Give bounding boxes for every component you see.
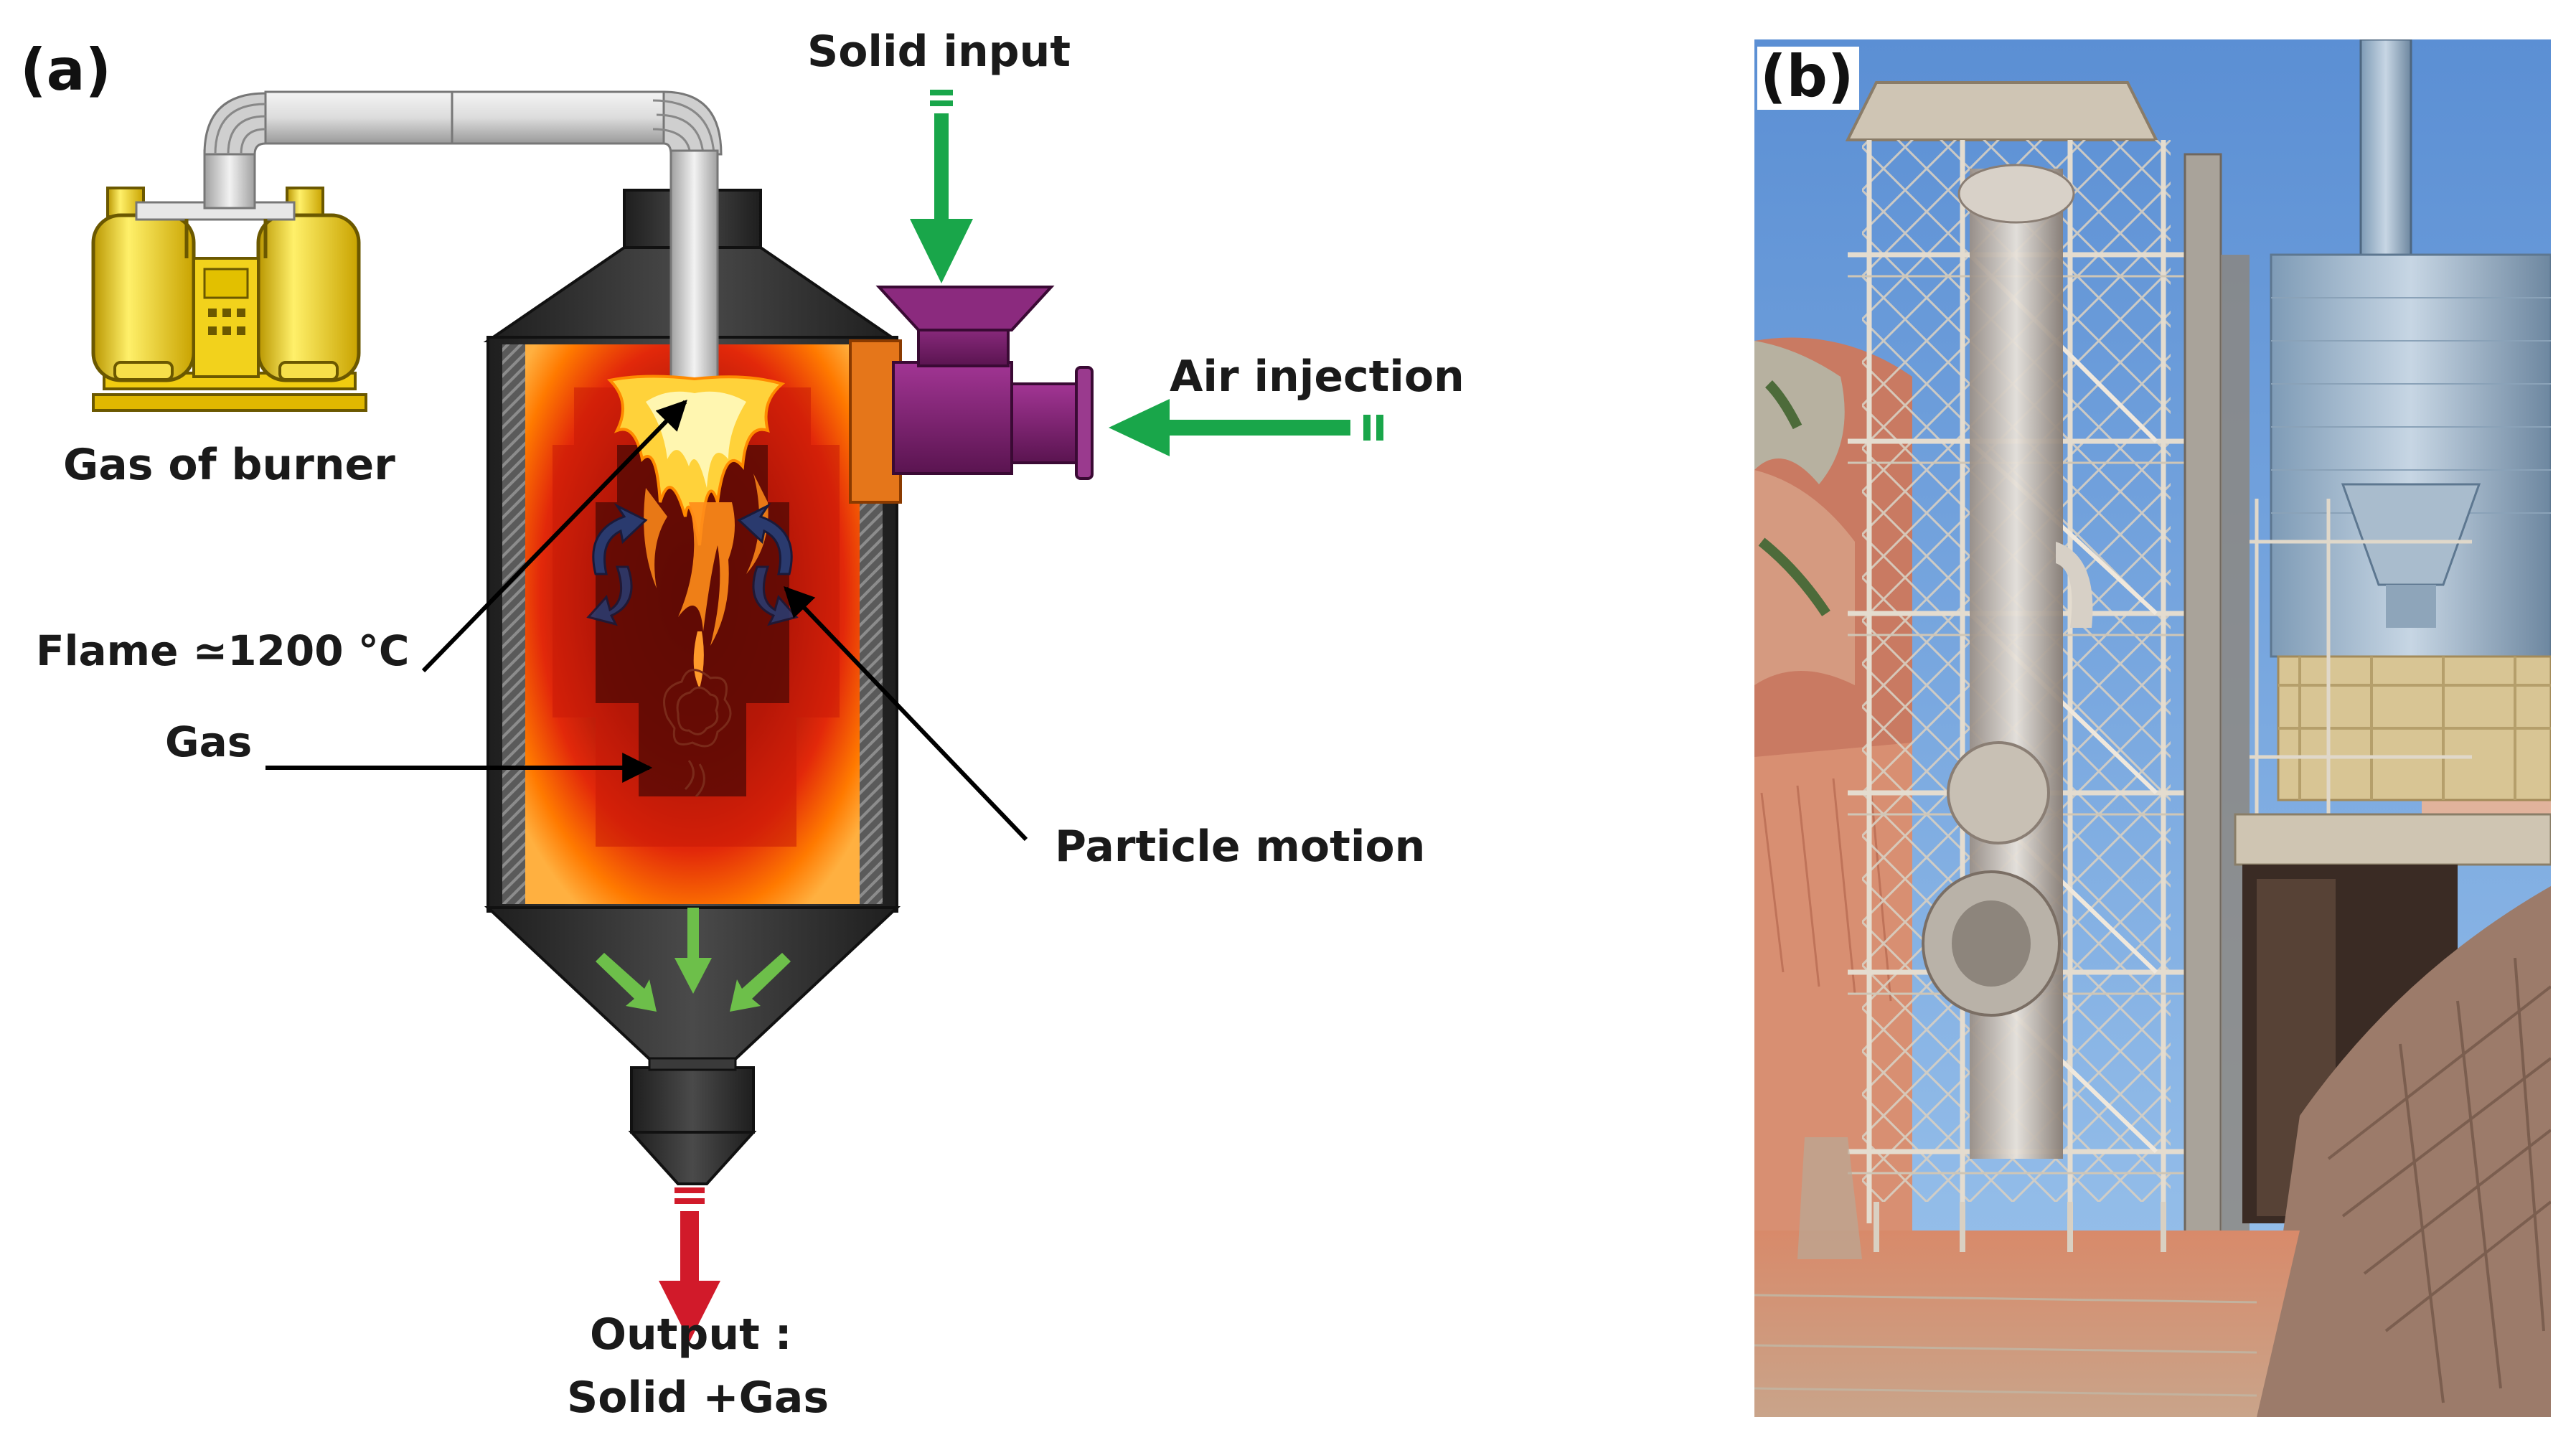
reactor-diagram xyxy=(91,90,1383,1342)
burner-lance xyxy=(669,149,719,382)
output-arrow xyxy=(659,1187,720,1342)
label-flame: Flame ≃1200 °C xyxy=(36,626,410,675)
label-output-line2: Solid +Gas xyxy=(567,1373,829,1423)
air-injection-arrow xyxy=(1109,399,1383,456)
air-inlet-assembly xyxy=(849,286,1094,504)
gas-pipe xyxy=(203,90,723,210)
leader-lines xyxy=(265,399,1028,842)
gas-burner-unit xyxy=(91,187,367,412)
panel-b-tag: (b) xyxy=(1757,47,1860,110)
gas-swirl xyxy=(663,669,732,798)
label-gas-of-burner: Gas of burner xyxy=(63,440,395,490)
label-gas: Gas xyxy=(165,718,253,766)
label-air-injection: Air injection xyxy=(1170,352,1465,402)
label-solid-input: Solid input xyxy=(807,27,1071,77)
solid-input-arrow xyxy=(910,90,973,283)
plant-photo-illustration xyxy=(1754,39,2551,1417)
panel-a: (a) xyxy=(20,27,1465,1423)
label-output-line1: Output : xyxy=(590,1309,792,1360)
panel-a-tag: (a) xyxy=(20,37,112,103)
panel-b-photo: (b) xyxy=(1754,39,2551,1417)
label-particle-motion: Particle motion xyxy=(1055,822,1426,872)
flow-arrows-bottom xyxy=(596,908,791,1012)
